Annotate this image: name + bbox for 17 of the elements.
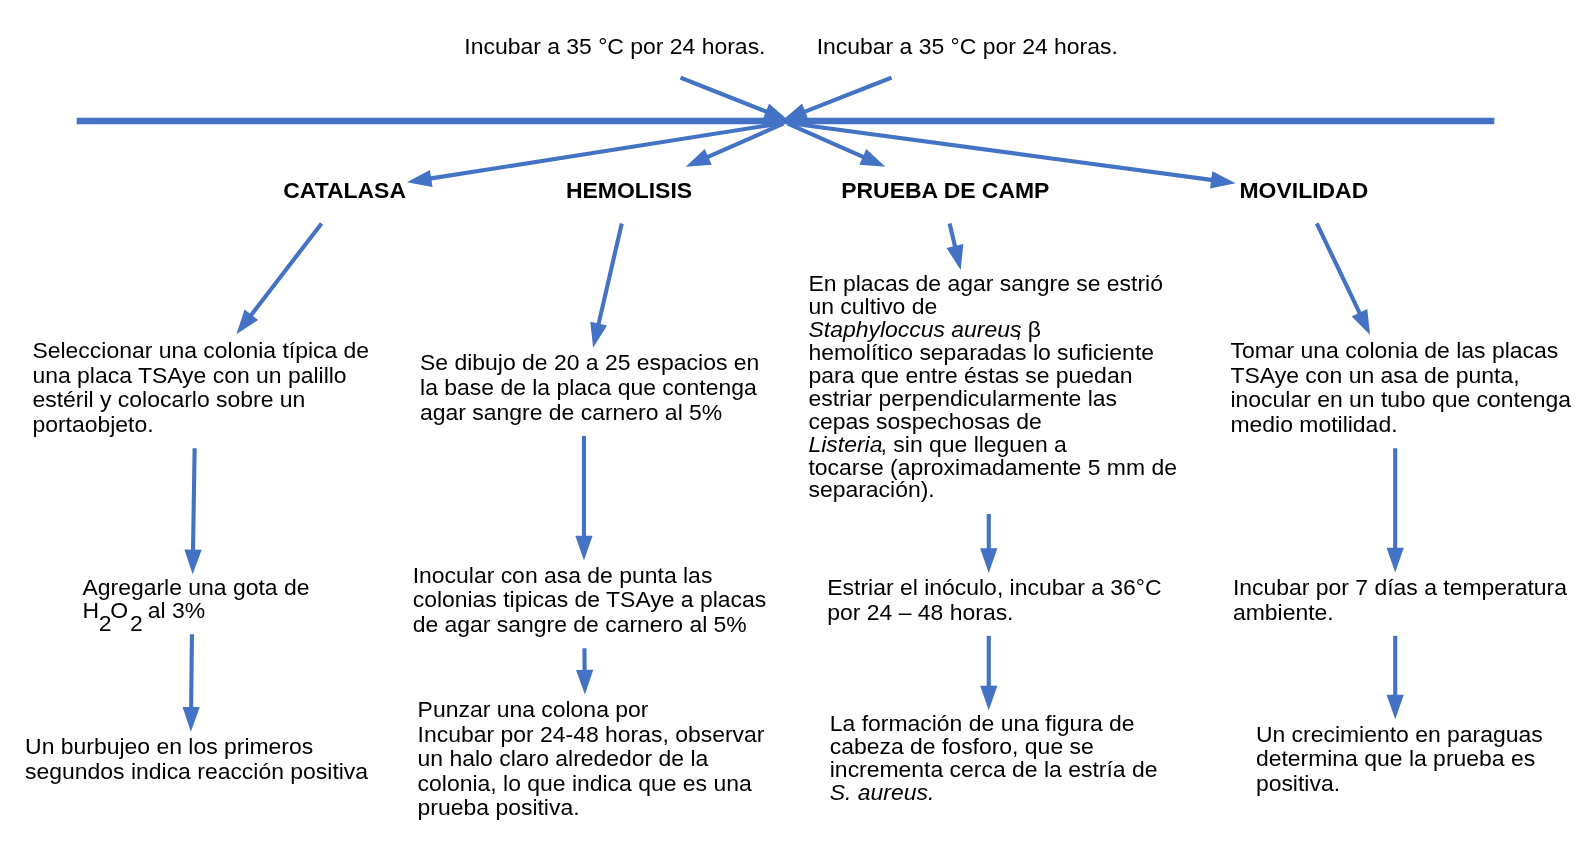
- node-text: Incubar a 35 °C por 24 horas.: [464, 32, 766, 59]
- node-text: Incubar a 35 °C por 24 horas.: [816, 32, 1118, 59]
- node-text: Un burbujeo en los primeros segundos indica reacción positiva: [25, 732, 369, 784]
- node-text: PRUEBA DE CAMP: [841, 176, 1050, 203]
- node-text: MOVILIDAD: [1239, 176, 1369, 203]
- node-text: En placas de agar sangre se estrió un cultivo de Staphyloccus aureus, β hemolítico separadas lo suficiente para que entre éstas se puedan estriar perpendicularmente las cepas sospechosas de Listeria, sin que lleguen a tocarse (aproximadamente 5 mm de separación).: [808, 269, 1177, 502]
- node-text: Seleccionar una colonia típica de una placa TSAye con un palillo estéril y colocarlo sobre un portaobjeto.: [32, 336, 370, 437]
- node-text: HEMOLISIS: [565, 176, 693, 203]
- node-text: Se dibujo de 20 a 25 espacios en la base de la placa que contenga agar sangre de carnero al 5%: [420, 348, 760, 425]
- node-text: Inocular con asa de punta las colonias tipicas de TSAye a placas de agar sangre de carnero al 5%: [412, 561, 767, 637]
- node-text: Tomar una colonia de las placas TSAye con un asa de punta, inocular en un tubo que contenga medio motilidad.: [1230, 336, 1572, 437]
- node-text: Incubar por 7 días a temperatura ambiente.: [1232, 573, 1568, 625]
- node-text: Estriar el inóculo, incubar a 36°C por 24 – 48 horas.: [827, 573, 1162, 625]
- node-text: Punzar una colona por Incubar por 24-48 horas, observar un halo claro alrededor de la colonia, lo que indica que es una prueba positiva.: [417, 695, 765, 820]
- node-text: Un crecimiento en paraguas determina que la prueba es positiva.: [1255, 720, 1543, 796]
- node-text: La formación de una figura de cabeza de fosforo, que se incrementa cerca de la estría de S. aureus.: [829, 709, 1158, 805]
- node-text: CATALASA: [283, 176, 406, 203]
